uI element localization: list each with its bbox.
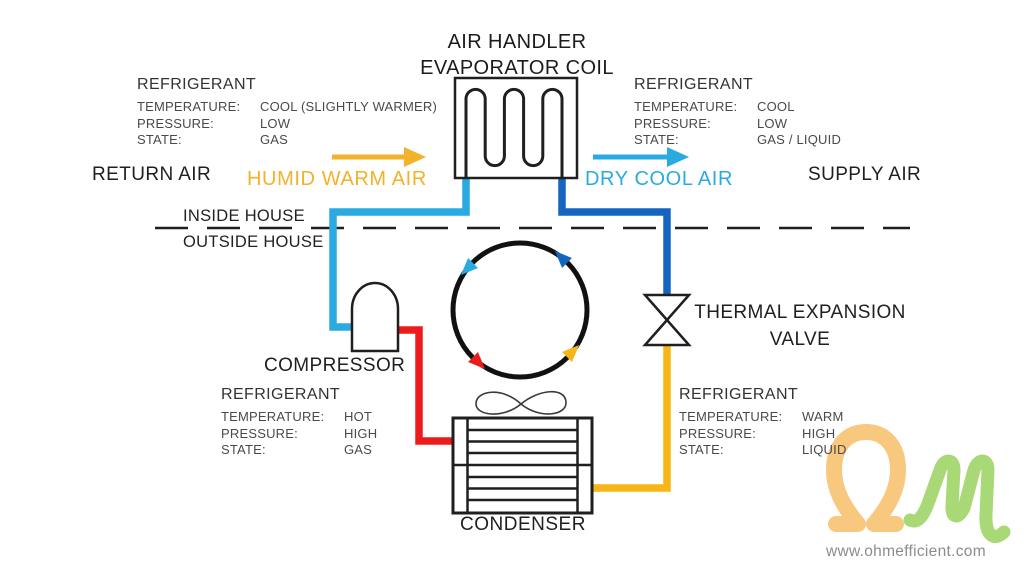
pressure-label: PRESSURE:: [634, 115, 711, 131]
temperature-label: TEMPERATURE:: [137, 99, 241, 114]
refrigeration-cycle-circle: [450, 240, 590, 380]
logo-omega-icon: [826, 424, 906, 532]
pressure-label: PRESSURE:: [679, 425, 756, 441]
logo-m-icon: [903, 454, 1011, 543]
cycle-arrow-condenser-to-valve: [562, 344, 580, 362]
pressure-value: HIGH: [802, 425, 836, 441]
refrigerant-block-bottom-right: REFRIGERANT TEMPERATURE: WARM PRESSURE: …: [679, 386, 847, 459]
state-label: STATE:: [137, 132, 182, 147]
cycle-arrow-valve-to-evaporator: [554, 250, 572, 268]
humid-warm-air-label: HUMID WARM AIR: [247, 168, 427, 190]
temperature-row: TEMPERATURE: HOT: [221, 409, 377, 426]
pipe-compressor-to-condenser: [394, 326, 456, 445]
evaporator-title-line1: AIR HANDLER: [447, 31, 587, 53]
state-label: STATE:: [679, 442, 724, 457]
state-row: STATE: GAS: [221, 442, 377, 459]
temperature-row: TEMPERATURE: COOL: [634, 99, 841, 116]
expansion-valve-icon: [642, 293, 692, 347]
temperature-value: WARM: [802, 409, 844, 424]
pressure-label: PRESSURE:: [221, 425, 298, 441]
pressure-value: HIGH: [344, 425, 378, 441]
condenser-shape: [451, 416, 594, 515]
temperature-label: TEMPERATURE:: [634, 99, 738, 114]
refrigerant-block-bottom-left: REFRIGERANT TEMPERATURE: HOT PRESSURE: H…: [221, 386, 377, 459]
compressor-shape: [350, 281, 400, 353]
humid-warm-air-arrow: [332, 147, 426, 167]
temperature-label: TEMPERATURE:: [679, 409, 783, 424]
return-air-label: RETURN AIR: [92, 164, 212, 185]
temperature-row: TEMPERATURE: COOL (SLIGHTLY WARMER): [137, 99, 437, 116]
temperature-value: COOL (SLIGHTLY WARMER): [260, 99, 438, 114]
dry-cool-air-label: DRY COOL AIR: [585, 168, 733, 190]
refrigerant-header: REFRIGERANT: [634, 76, 754, 93]
pipe-evaporator-to-compressor: [329, 177, 470, 331]
pipe-valve-to-evaporator: [558, 177, 671, 300]
refrigerant-block-top-right: REFRIGERANT TEMPERATURE: COOL PRESSURE: …: [634, 76, 841, 149]
temperature-row: TEMPERATURE: WARM: [679, 409, 847, 426]
state-label: STATE:: [221, 442, 266, 457]
temperature-value: COOL: [757, 99, 795, 114]
pressure-row: PRESSURE: HIGH: [221, 426, 377, 443]
refrigerant-block-top-left: REFRIGERANT TEMPERATURE: COOL (SLIGHTLY …: [137, 76, 437, 149]
pressure-value: LOW: [757, 115, 788, 131]
evaporator-coil-path: [464, 87, 564, 178]
refrigerant-header: REFRIGERANT: [679, 386, 799, 403]
state-row: STATE: LIQUID: [679, 442, 847, 459]
supply-air-label: SUPPLY AIR: [808, 164, 922, 185]
state-value: GAS: [260, 132, 289, 147]
temperature-value: HOT: [344, 409, 373, 424]
state-value: LIQUID: [802, 442, 847, 457]
condenser-fan-icon: [475, 390, 567, 415]
cycle-arrow-compressor-to-condenser: [468, 352, 486, 370]
pressure-value: LOW: [260, 115, 291, 131]
inside-house-label: INSIDE HOUSE: [183, 207, 305, 225]
pressure-row: PRESSURE: LOW: [634, 116, 841, 133]
expansion-valve-label-line2: VALVE: [769, 329, 831, 350]
evaporator-title-line2: EVAPORATOR COIL: [420, 57, 614, 79]
pressure-row: PRESSURE: HIGH: [679, 426, 847, 443]
evaporator-box: [453, 76, 579, 180]
expansion-valve-label: THERMAL EXPANSION VALVE: [688, 299, 912, 353]
dry-cool-air-arrow: [593, 147, 689, 167]
compressor-label: COMPRESSOR: [264, 355, 406, 376]
refrigerant-header: REFRIGERANT: [137, 76, 257, 93]
pressure-row: PRESSURE: LOW: [137, 116, 437, 133]
pressure-label: PRESSURE:: [137, 115, 214, 131]
condenser-fins: [467, 428, 578, 502]
temperature-label: TEMPERATURE:: [221, 409, 325, 424]
state-value: GAS / LIQUID: [757, 132, 842, 147]
evaporator-title: AIR HANDLER EVAPORATOR COIL: [397, 29, 637, 81]
state-row: STATE: GAS / LIQUID: [634, 132, 841, 149]
state-value: GAS: [344, 442, 373, 457]
state-row: STATE: GAS: [137, 132, 437, 149]
cycle-arrow-evaporator-to-compressor: [460, 258, 478, 276]
pipe-condenser-to-valve: [590, 342, 671, 492]
refrigerant-header: REFRIGERANT: [221, 386, 341, 403]
website-url: www.ohmefficient.com: [826, 543, 986, 560]
condenser-label: CONDENSER: [460, 514, 586, 535]
expansion-valve-label-line1: THERMAL EXPANSION: [694, 302, 906, 323]
outside-house-label: OUTSIDE HOUSE: [183, 233, 324, 251]
state-label: STATE:: [634, 132, 679, 147]
